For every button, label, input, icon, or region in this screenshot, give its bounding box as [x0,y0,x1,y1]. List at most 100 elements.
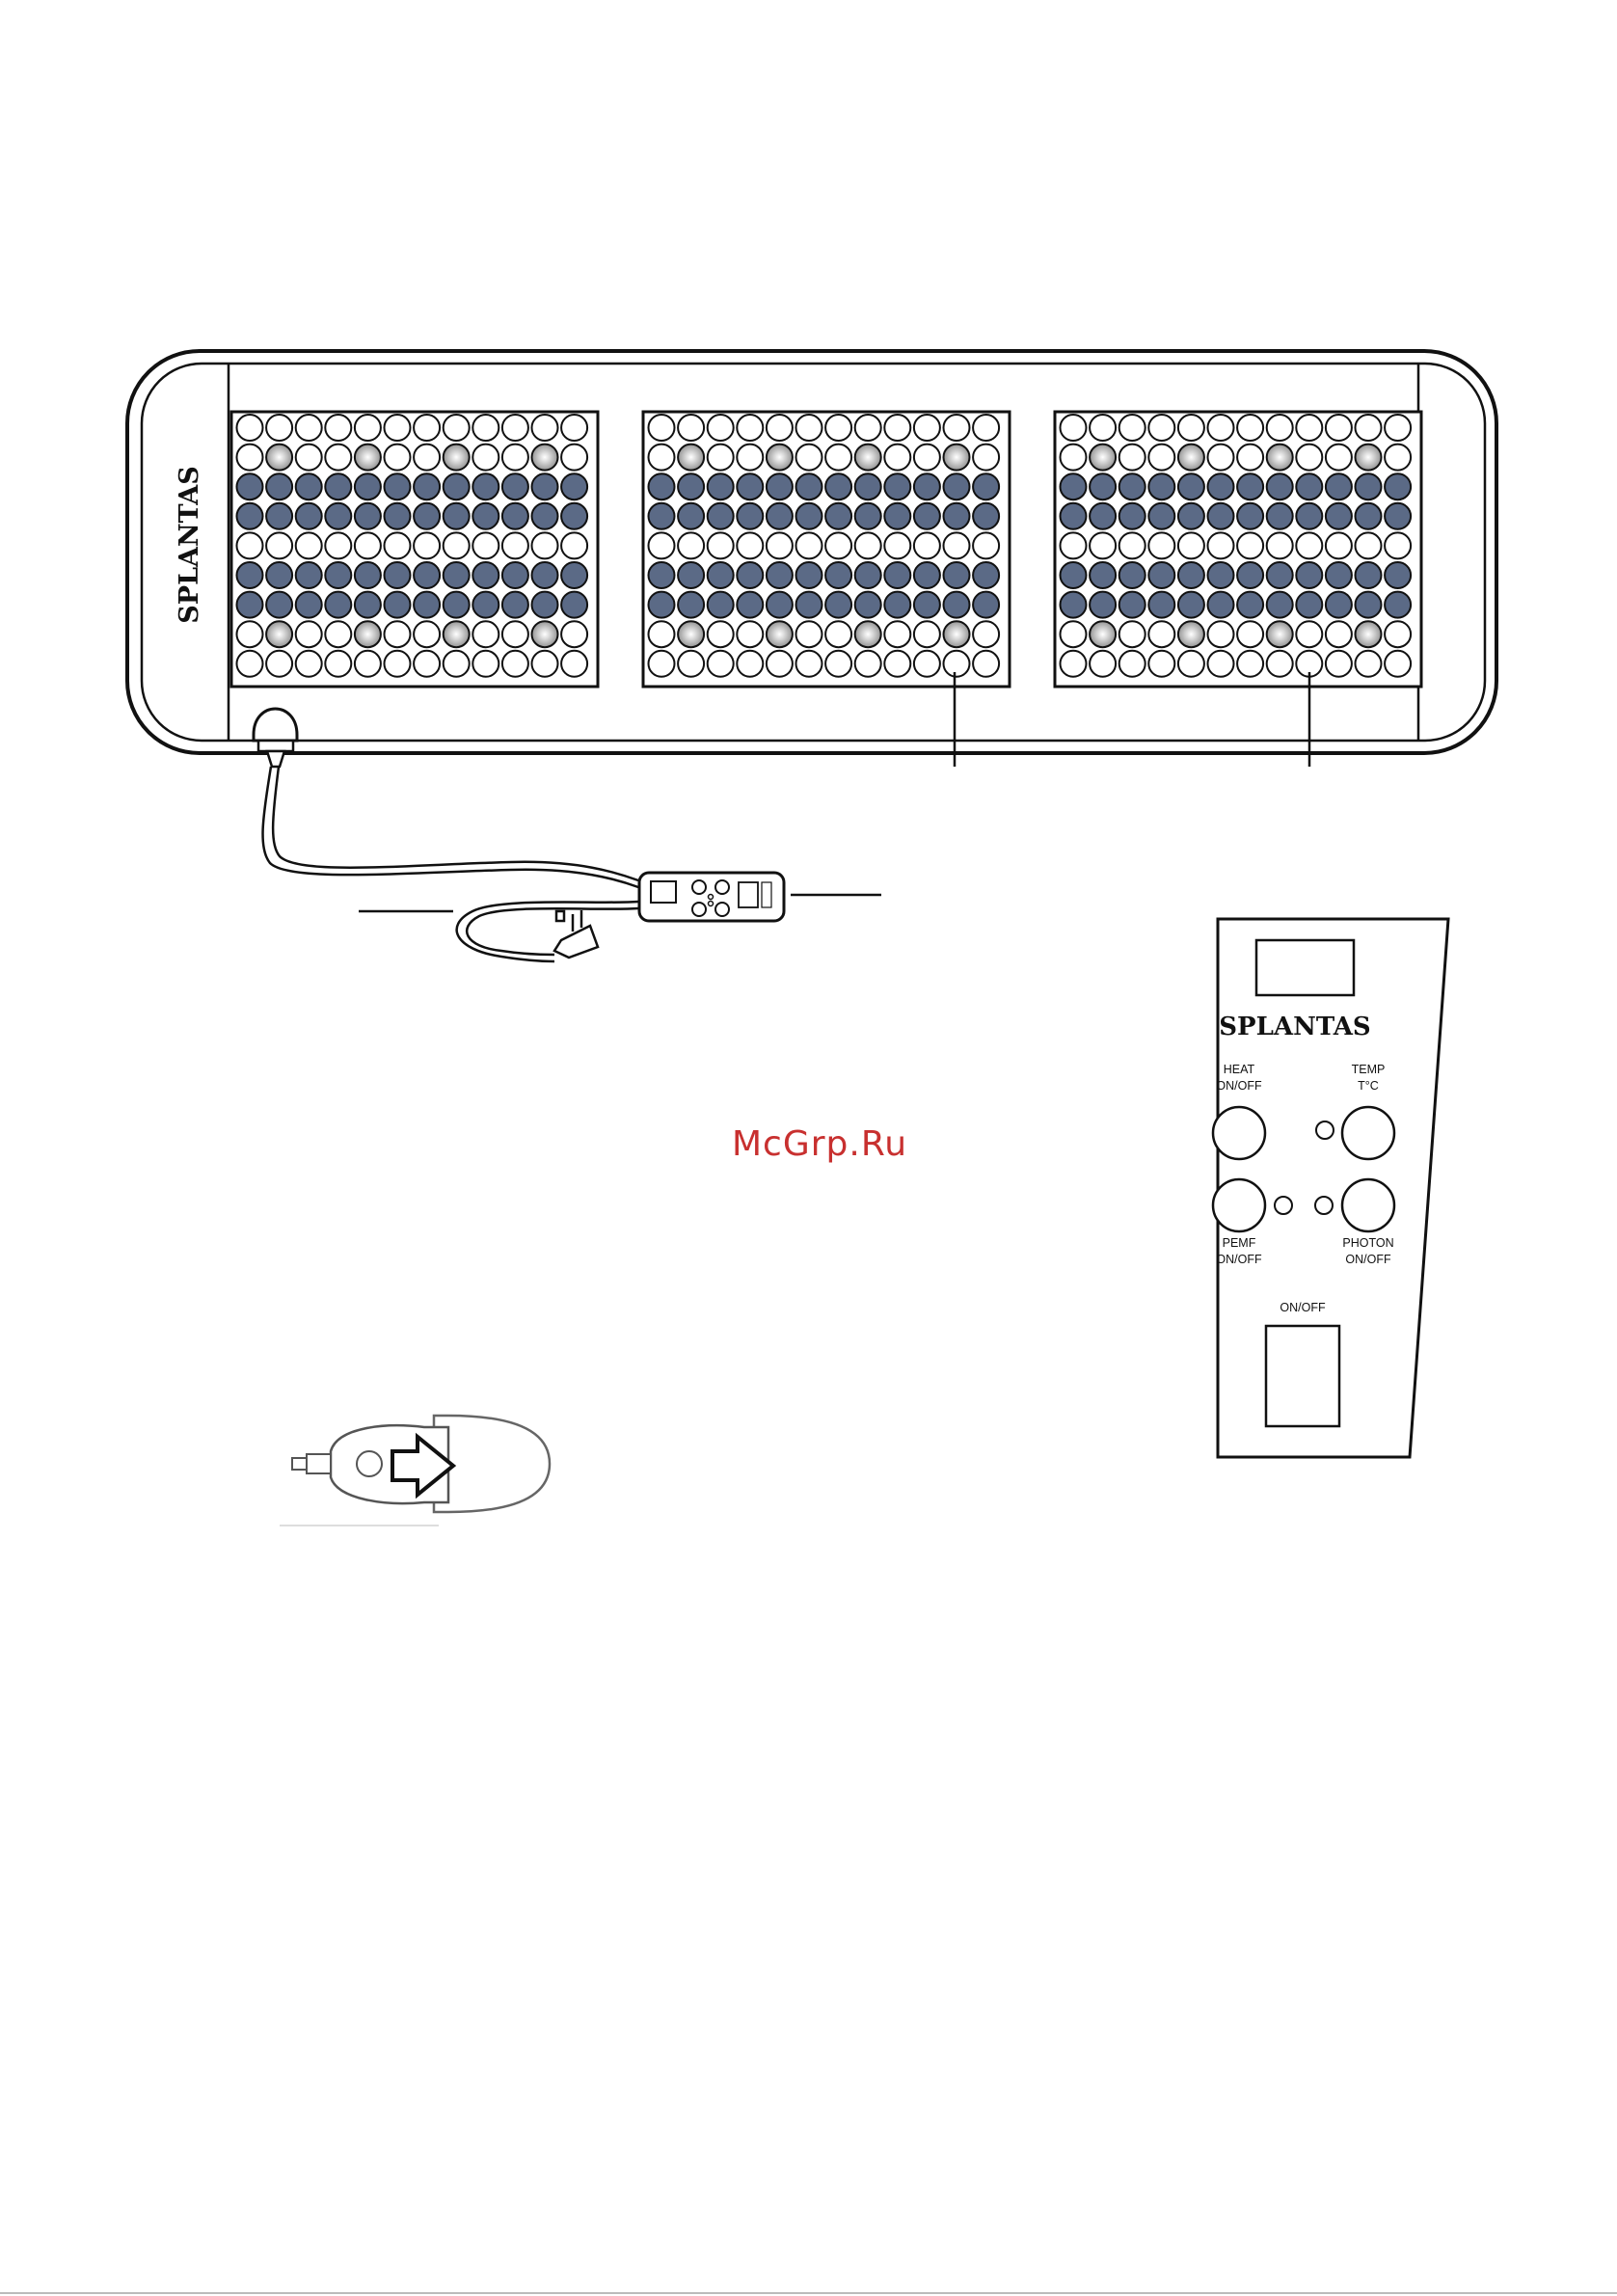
mat-dot [737,651,763,677]
mat-dot [1267,532,1293,558]
mat-dot-filled [1090,503,1116,529]
mat-dot [1208,651,1234,677]
mat-dot [914,651,940,677]
mat-dot-filled [296,562,322,588]
mat-dot-filled [825,562,851,588]
mat-dot [266,532,292,558]
mat-dot [561,532,587,558]
mat-dot [767,532,793,558]
mat-dot-filled [414,562,440,588]
heat-label: HEAT ON/OFF [1205,1062,1273,1094]
pemf-button[interactable] [1213,1179,1265,1231]
mat-dot [796,415,822,441]
mat-dot-filled [325,473,351,500]
mat-dot [1061,415,1087,441]
mat-led [678,621,704,647]
mat-dot [472,445,499,471]
mat-dot-filled [944,562,970,588]
mat-dot-filled [561,592,587,618]
mat-dot [973,415,999,441]
mat-dot [1061,621,1087,647]
mat-dot [472,532,499,558]
mat-dot [825,651,851,677]
mat-dot [266,415,292,441]
mat-dot-filled [649,592,675,618]
mat-led [855,445,881,471]
mat-led [1178,445,1204,471]
mat-dot-filled [796,503,822,529]
mat-dot-filled [385,592,411,618]
mat-dot-filled [1267,503,1293,529]
mat-dot [1119,621,1145,647]
mat-dot-filled [532,503,558,529]
mat-dot [973,621,999,647]
mat-dot [237,532,263,558]
mat-dot-filled [1148,473,1174,500]
mat-dot [296,621,322,647]
mat-dot [708,651,734,677]
photon-button[interactable] [1342,1179,1394,1231]
callout-lines [359,672,1309,911]
temp-button[interactable] [1342,1107,1394,1159]
mat-dot [973,651,999,677]
mat-dot-filled [561,562,587,588]
mat-dot [385,415,411,441]
mat-dot [561,415,587,441]
mat-dot-filled [944,503,970,529]
mat-dot-filled [855,592,881,618]
mat-dot-filled [737,592,763,618]
mat-dot-filled [649,503,675,529]
mat-dot-filled [708,503,734,529]
mat-dot-filled [1267,473,1293,500]
power-switch[interactable] [1266,1326,1339,1426]
mat-dot-filled [884,473,910,500]
mat-dot [944,415,970,441]
mat-dot-filled [266,503,292,529]
mat-dot [1208,445,1234,471]
mat-dot [325,651,351,677]
mat-dot-filled [1385,592,1411,618]
heat-indicator [1316,1121,1334,1139]
mat-dot-filled [355,473,381,500]
mat-led [532,445,558,471]
mat-dot-filled [1148,503,1174,529]
watermark: McGrp.Ru [675,1124,964,1164]
mat-dot-filled [1326,503,1352,529]
mat-dot [1385,415,1411,441]
mat-dot-filled [884,503,910,529]
mat-dot-filled [1178,503,1204,529]
mat-dot [414,651,440,677]
mat-dot [767,651,793,677]
mat-dot-filled [708,562,734,588]
mat-dot [237,651,263,677]
mat-dot [796,621,822,647]
mat-dot [1061,532,1087,558]
mat-dot-filled [767,503,793,529]
mat-dot-filled [1061,592,1087,618]
mat-dot-filled [532,562,558,588]
mat-dot-filled [444,592,470,618]
connector-detail [280,1416,550,1526]
mat-dot [1356,415,1382,441]
mat-dot-filled [1296,473,1322,500]
mat-dot-filled [1296,503,1322,529]
mat-dot [884,532,910,558]
heat-button[interactable] [1213,1107,1265,1159]
mat-dot [678,415,704,441]
mat-dot [385,445,411,471]
mat-dot-filled [385,562,411,588]
mat-dot-filled [237,562,263,588]
mat-dot-filled [266,592,292,618]
mat-dot [1148,651,1174,677]
mat-dot-filled [502,562,528,588]
mat-dot-filled [1119,592,1145,618]
mat-dot-filled [944,592,970,618]
mat-dot [649,532,675,558]
mat-dot-filled [796,592,822,618]
mat-led [767,445,793,471]
mat-dot [1178,415,1204,441]
mat-dot [855,532,881,558]
mat-dot-filled [1061,562,1087,588]
mat-dot-filled [502,503,528,529]
mat-dot [296,445,322,471]
